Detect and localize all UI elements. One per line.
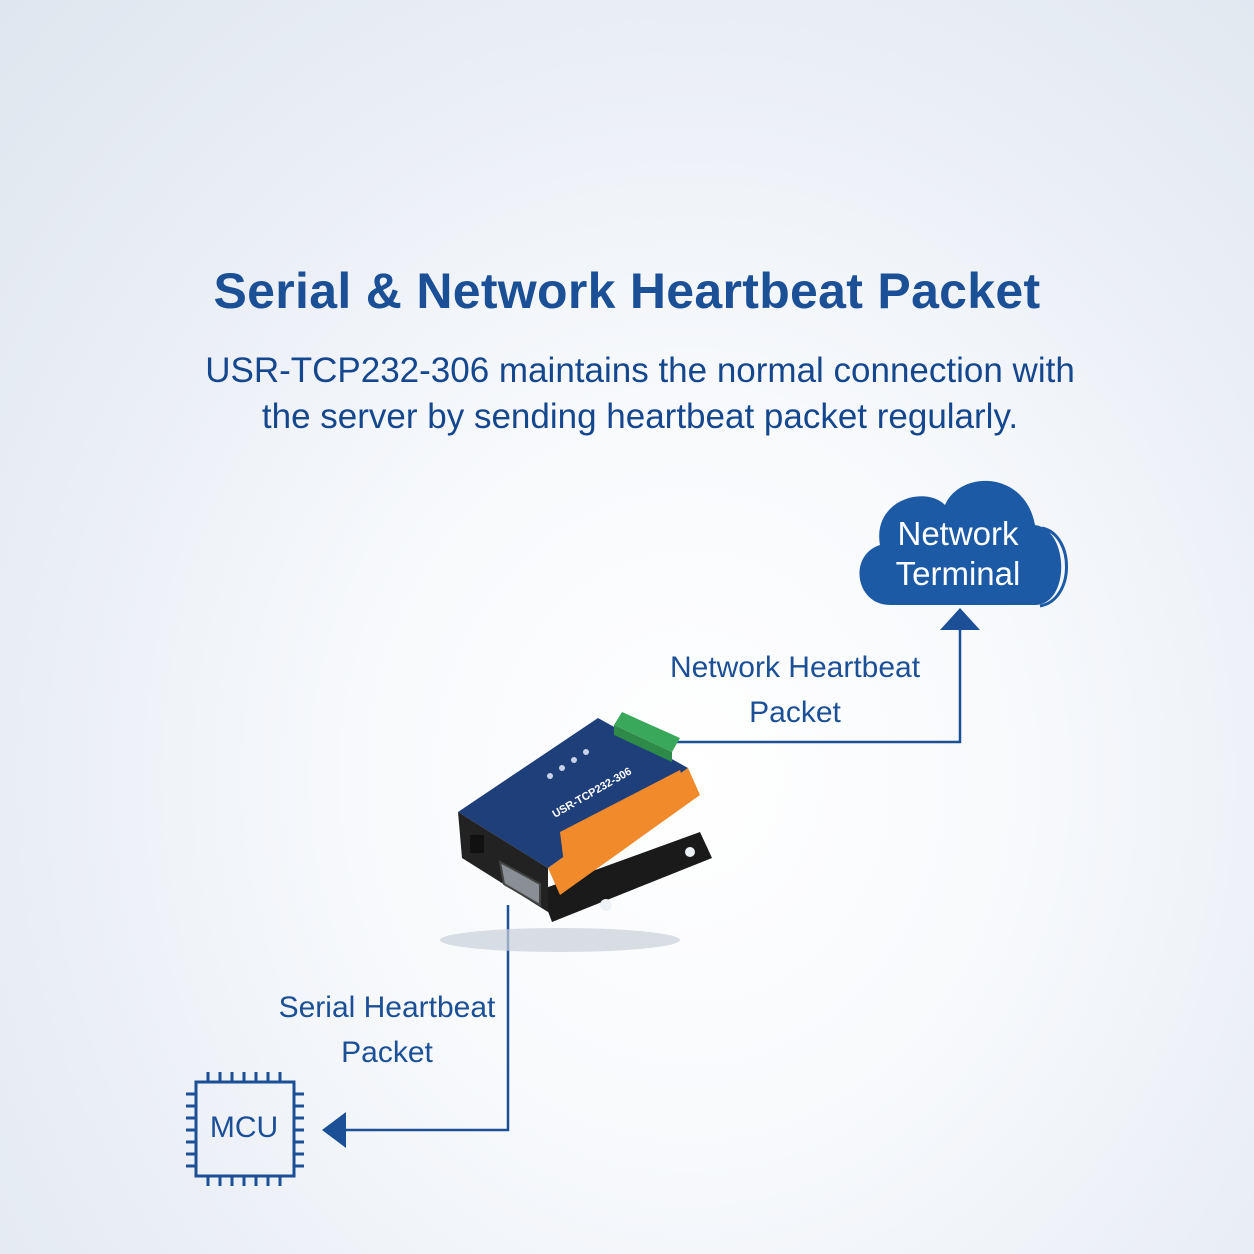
cloud-label-line-2: Terminal — [895, 555, 1021, 592]
serial-heartbeat-line-2: Packet — [341, 1036, 433, 1069]
cloud-label-line-1: Network — [897, 515, 1019, 552]
serial-heartbeat-line-1: Serial Heartbeat — [278, 991, 496, 1024]
chip-icon — [186, 1072, 304, 1186]
mcu-label: MCU — [209, 1111, 279, 1144]
serial-server-device-image: USR-TCP232-306 — [440, 712, 712, 952]
serial-connector-arrow — [322, 905, 510, 1148]
subtitle-line-1: USR-TCP232-306 maintains the normal conn… — [205, 351, 1075, 390]
cloud-label: Network Terminal — [868, 514, 1048, 594]
network-connector-arrow — [676, 608, 980, 744]
network-heartbeat-line-2: Packet — [749, 696, 841, 729]
serial-heartbeat-label: Serial Heartbeat Packet — [262, 985, 512, 1075]
subtitle-line-2: the server by sending heartbeat packet r… — [261, 397, 1019, 436]
network-heartbeat-line-1: Network Heartbeat — [669, 651, 921, 684]
cloud-icon — [859, 480, 1068, 608]
page-subtitle: USR-TCP232-306 maintains the normal conn… — [120, 348, 1160, 440]
page-title: Serial & Network Heartbeat Packet — [213, 263, 1041, 319]
network-heartbeat-label: Network Heartbeat Packet — [650, 645, 940, 735]
